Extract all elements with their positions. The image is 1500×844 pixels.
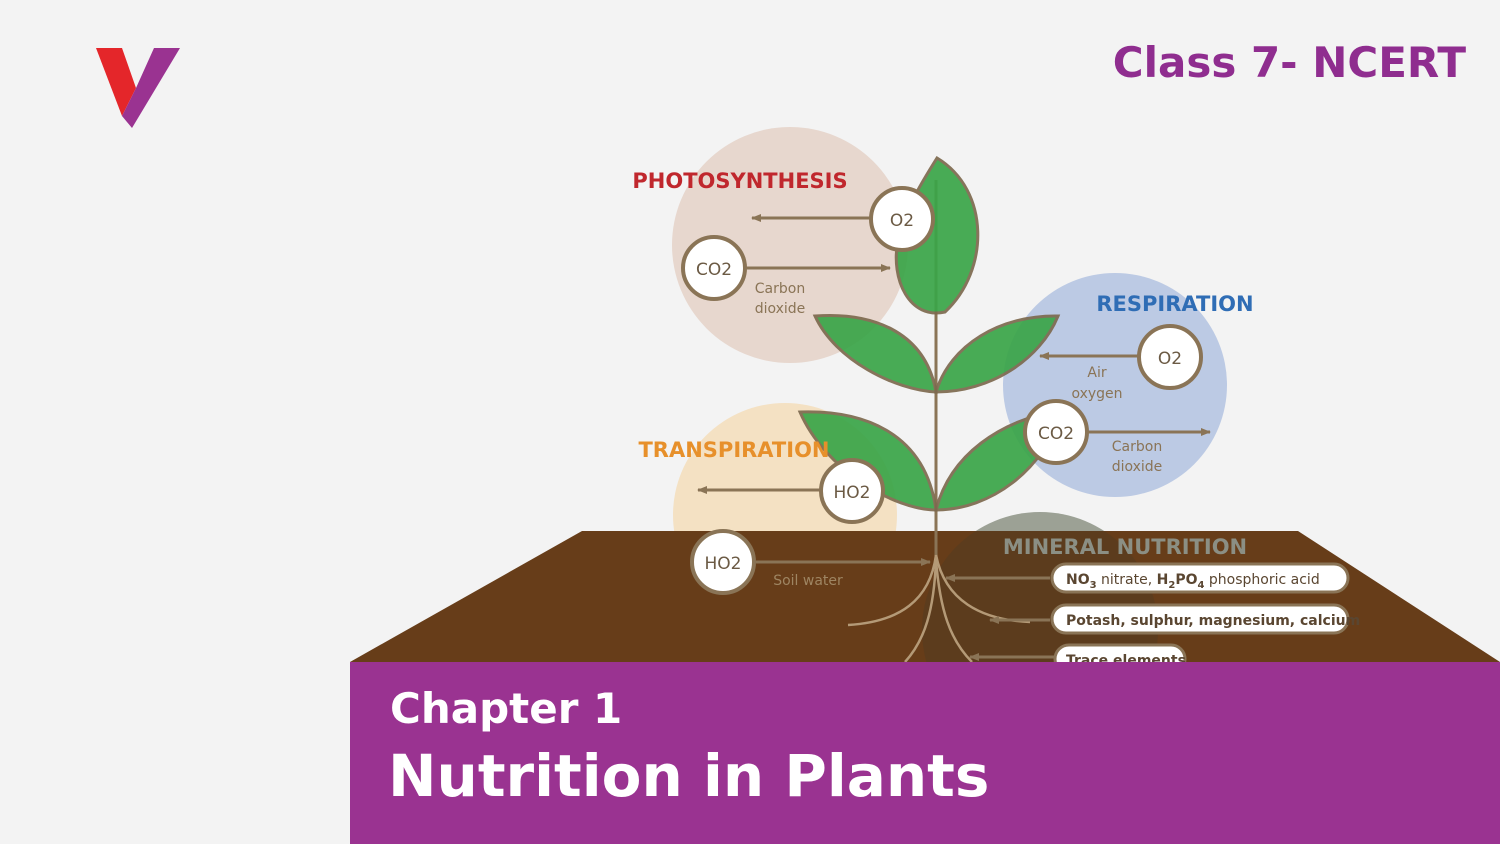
co2-label-photosynthesis: CO2 xyxy=(696,260,732,280)
respiration-carbon-dioxide-label-2: dioxide xyxy=(1112,459,1163,475)
ho2-bubble-soil xyxy=(690,529,756,595)
ho2-label-leaf: HO2 xyxy=(834,483,871,503)
carbon-dioxide-label-2: dioxide xyxy=(755,301,806,317)
co2-bubble-respiration xyxy=(1023,399,1089,465)
air-oxygen-label-1: Air xyxy=(1087,365,1106,381)
ho2-bubble-leaf xyxy=(819,458,885,524)
chapter-title: Nutrition in Plants xyxy=(388,742,990,810)
o2-label-respiration: O2 xyxy=(1158,349,1182,369)
chapter-banner: Chapter 1 Nutrition in Plants xyxy=(350,662,1500,844)
mineral-item-2-pill xyxy=(1050,603,1350,635)
o2-label-photosynthesis: O2 xyxy=(890,211,914,231)
soil-water-label: Soil water xyxy=(773,573,843,589)
air-oxygen-label-2: oxygen xyxy=(1071,386,1122,402)
o2-bubble-respiration xyxy=(1137,324,1203,390)
flow-arrows xyxy=(697,214,1211,661)
respiration-carbon-dioxide-label-1: Carbon xyxy=(1112,439,1162,455)
o2-bubble-photosynthesis xyxy=(869,186,935,252)
respiration-title: RESPIRATION xyxy=(1096,292,1253,316)
transpiration-title: TRANSPIRATION xyxy=(638,438,829,462)
mineral-item-2-text: Potash, sulphur, magnesium, calcium xyxy=(1066,613,1360,629)
chapter-number: Chapter 1 xyxy=(390,684,623,733)
photosynthesis-bubble xyxy=(672,127,908,363)
carbon-dioxide-label-1: Carbon xyxy=(755,281,805,297)
mineral-nutrition-title: MINERAL NUTRITION xyxy=(1003,535,1247,559)
v-brand-logo-icon xyxy=(96,48,180,128)
mineral-item-1-text: NO3 nitrate, H2PO4 phosphoric acid xyxy=(1066,572,1320,591)
mineral-item-1-pill xyxy=(1050,562,1350,594)
co2-bubble-photosynthesis xyxy=(681,235,747,301)
course-title: Class 7- NCERT xyxy=(1112,38,1466,87)
ho2-label-soil: HO2 xyxy=(705,554,742,574)
photosynthesis-title: PHOTOSYNTHESIS xyxy=(632,169,847,193)
co2-label-respiration: CO2 xyxy=(1038,424,1074,444)
